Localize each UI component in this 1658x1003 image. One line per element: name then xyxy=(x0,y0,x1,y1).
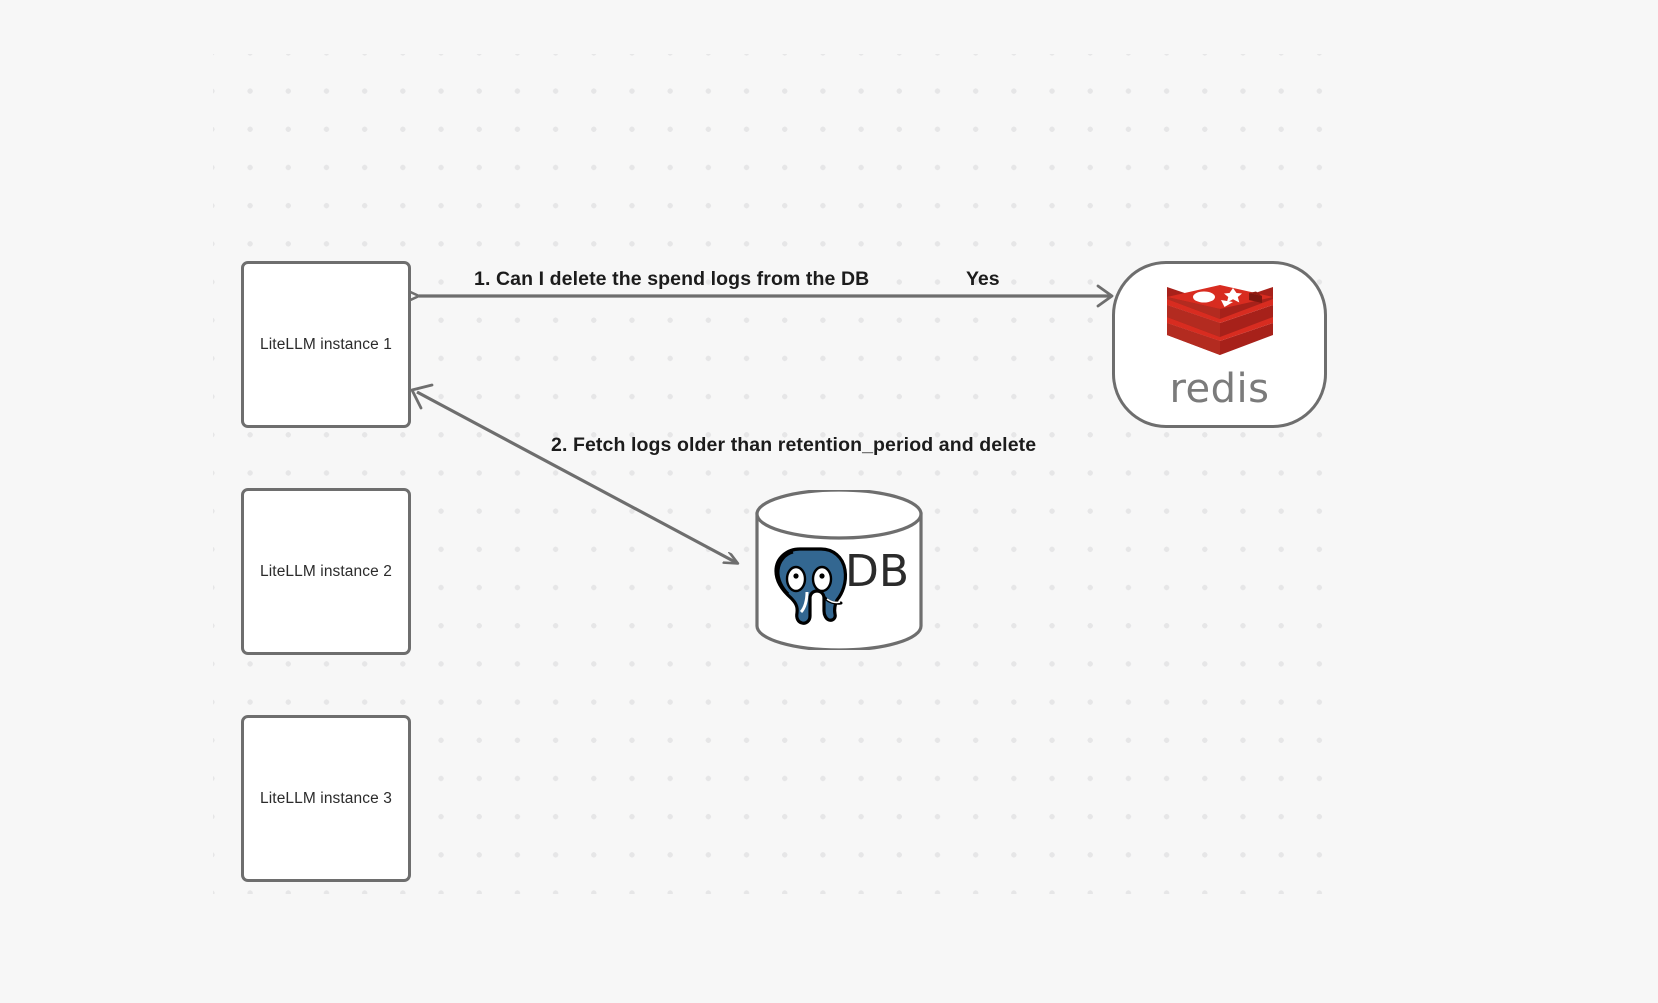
redis-logo-icon xyxy=(1166,284,1273,355)
redis-wordmark: redis xyxy=(1169,365,1270,412)
edge-label-step-2: 2. Fetch logs older than retention_perio… xyxy=(551,434,1037,456)
edge-litellm1-to-db xyxy=(416,390,737,563)
redis-logo-group: redis xyxy=(1161,283,1279,409)
node-litellm-instance-3-label: LiteLLM instance 3 xyxy=(260,789,392,807)
database-label: DB xyxy=(845,546,910,597)
node-litellm-instance-2[interactable]: LiteLLM instance 2 xyxy=(241,488,411,655)
node-litellm-instance-3[interactable]: LiteLLM instance 3 xyxy=(241,715,411,882)
node-litellm-instance-1-label: LiteLLM instance 1 xyxy=(260,335,392,353)
node-redis[interactable]: redis xyxy=(1112,261,1327,428)
edge-arrowhead-redis-side xyxy=(1096,284,1114,308)
edge-label-yes: Yes xyxy=(966,268,1000,290)
node-litellm-instance-2-label: LiteLLM instance 2 xyxy=(260,562,392,580)
edge-arrowhead-litellm1-bottom xyxy=(410,383,434,410)
node-database[interactable]: DB xyxy=(753,488,925,652)
edge-label-step-1: 1. Can I delete the spend logs from the … xyxy=(474,268,870,290)
node-litellm-instance-1[interactable]: LiteLLM instance 1 xyxy=(241,261,411,428)
postgresql-elephant-icon xyxy=(774,547,848,625)
